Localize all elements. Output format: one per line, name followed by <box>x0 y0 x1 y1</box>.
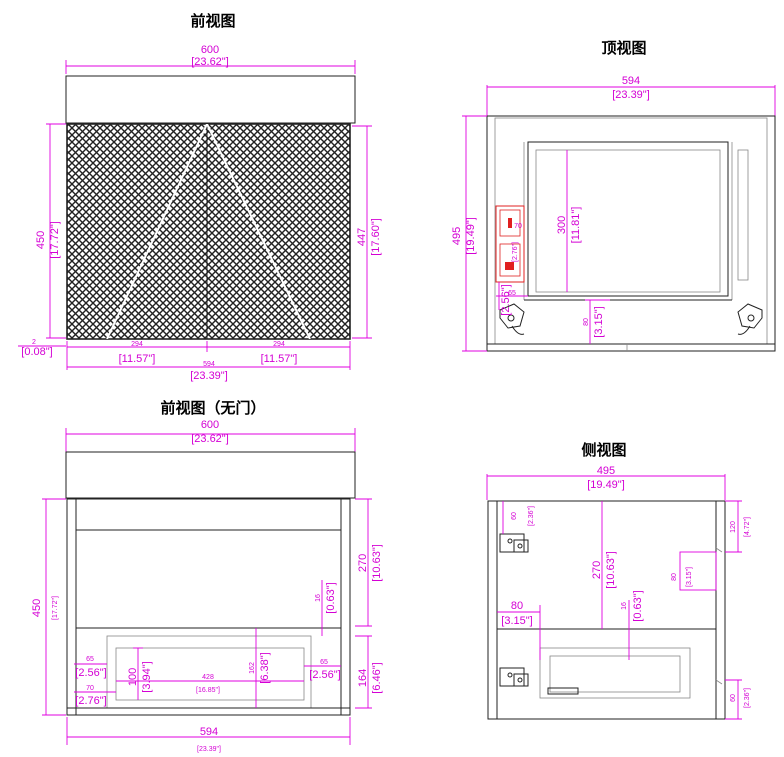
door-right-in: [11.57"] <box>261 353 298 365</box>
open-bottom-mm: 594 <box>200 726 218 738</box>
open-height-in: [17.72"] <box>52 596 59 620</box>
side-front-in: [3.15"] <box>501 615 532 627</box>
side-front-mm: 80 <box>511 600 523 612</box>
top-width-in: [23.39"] <box>612 89 650 101</box>
side-depth-mm: 495 <box>597 465 615 477</box>
front-height-in: [17.72"] <box>49 221 61 259</box>
open-left-a-in: [2.56"] <box>75 667 106 679</box>
top-width-mm: 594 <box>622 75 640 87</box>
open-gap-mm: 16 <box>315 594 322 602</box>
open-right-mm: 65 <box>320 659 328 666</box>
side-right-mid-in: [3.15"] <box>686 567 693 587</box>
open-drawer-mm: 164 <box>357 669 369 687</box>
front-height-mm: 450 <box>35 231 47 249</box>
open-drawer-in: [6.46"] <box>371 662 383 693</box>
side-gap-in: [0.63"] <box>632 590 644 621</box>
top-view-title: 顶视图 <box>601 39 646 57</box>
open-height-mm: 450 <box>31 599 43 617</box>
power-socket-icon <box>495 205 525 283</box>
door-left-in: [11.57"] <box>119 353 156 365</box>
front-view: 前视图 600 [23.62"] 450 [17.72"] 447 [17.60… <box>18 12 382 382</box>
open-inner-h-mm: 100 <box>127 668 139 686</box>
front-view-title: 前视图 <box>190 12 235 30</box>
front-width-in: [23.62"] <box>191 56 229 68</box>
top-depth-mm: 495 <box>451 227 463 245</box>
top-drawer-mm: 300 <box>556 216 568 234</box>
side-hinge-top-mm: 60 <box>511 512 518 520</box>
socket-a: 70 <box>514 223 522 230</box>
front-gap-mm: 2 <box>32 339 36 346</box>
front-gap-in: [0.08"] <box>21 346 52 358</box>
open-inner-w-in: [16.85"] <box>196 687 220 694</box>
front-width-mm: 600 <box>201 44 219 56</box>
side-hinge-top-in: [2.36"] <box>528 506 535 526</box>
open-gap-in: [0.63"] <box>325 582 337 613</box>
open-right-in: [2.56"] <box>309 669 340 681</box>
front-inner-width-in: [23.39"] <box>190 370 228 382</box>
top-side-in: [2.56"] <box>500 284 512 315</box>
socket-b: [2.76"] <box>512 242 519 262</box>
open-upper-mm: 270 <box>357 554 369 572</box>
open-box-h-mm: 162 <box>249 662 256 674</box>
hinge-left-icon <box>499 303 525 335</box>
open-left-b-mm: 70 <box>86 685 94 692</box>
front-open-view: 前视图（无门） 600 [23.62"] 450 [17.72"] 270 [1… <box>31 399 383 753</box>
side-upper-mm: 270 <box>591 561 603 579</box>
side-gap-mm: 16 <box>621 602 628 610</box>
side-right-top-mm: 120 <box>730 521 737 533</box>
side-bottom-mm: 60 <box>730 694 737 702</box>
open-inner-w-mm: 428 <box>202 674 214 681</box>
side-view: 侧视图 495 [19.49"] 60 [2.36"] <box>486 441 751 720</box>
door-left-mm: 294 <box>131 341 143 348</box>
open-left-a-mm: 65 <box>86 656 94 663</box>
top-view: 顶视图 594 [23.39"] <box>451 39 776 352</box>
hinge-right-icon <box>737 303 763 335</box>
side-bottom-in: [2.36"] <box>744 688 751 708</box>
front-open-title: 前视图（无门） <box>160 399 265 417</box>
door-pattern <box>67 124 350 339</box>
open-inner-h-in: [3.94"] <box>141 661 153 692</box>
side-hinge-top-icon <box>499 533 529 553</box>
front-door-height-mm: 447 <box>356 228 368 246</box>
front-inner-width-mm: 594 <box>203 361 215 368</box>
top-front-mm: 80 <box>583 318 590 326</box>
front-door-height-in: [17.60"] <box>370 218 382 256</box>
open-bottom-in: [23.39"] <box>197 746 221 753</box>
side-hinge-bottom-icon <box>499 667 529 687</box>
side-right-top-in: [4.72"] <box>744 517 751 537</box>
door-right-mm: 294 <box>273 341 285 348</box>
open-box-h-in: [6.38"] <box>259 652 271 683</box>
open-width-mm: 600 <box>201 419 219 431</box>
top-side-mm: 65 <box>508 290 516 297</box>
top-drawer-in: [11.81"] <box>570 207 582 244</box>
open-left-b-in: [2.76"] <box>75 695 106 707</box>
side-right-mid-mm: 80 <box>671 573 678 581</box>
top-front-in: [3.15"] <box>593 306 605 337</box>
side-upper-in: [10.63"] <box>605 551 617 589</box>
side-depth-in: [19.49"] <box>587 479 625 491</box>
top-depth-in: [19.49"] <box>465 217 477 255</box>
open-width-in: [23.62"] <box>191 433 229 445</box>
side-view-title: 侧视图 <box>581 441 626 459</box>
open-upper-in: [10.63"] <box>371 544 383 582</box>
